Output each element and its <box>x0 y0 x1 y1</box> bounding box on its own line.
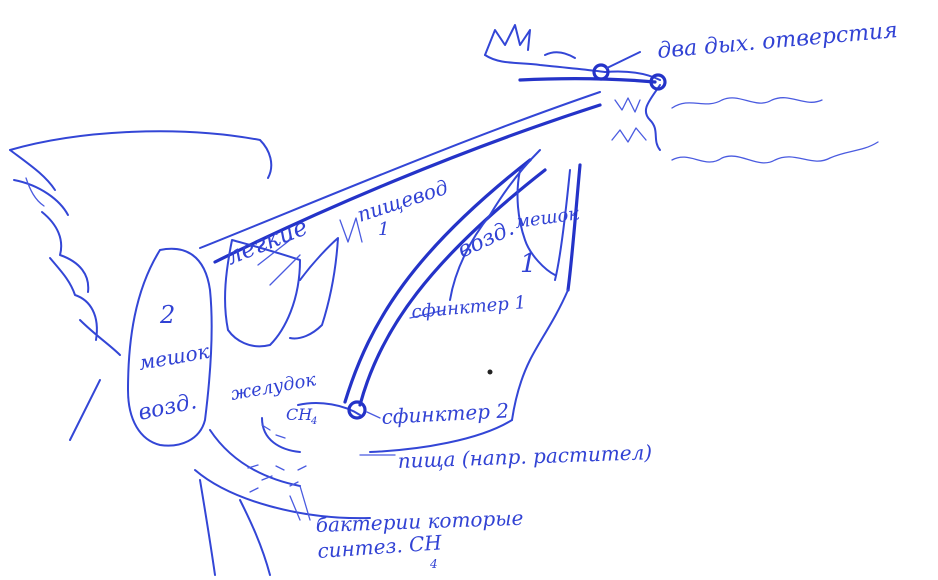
label-bag-2-air: возд. <box>136 389 199 426</box>
label-bag-2-word: мешок <box>137 339 211 375</box>
label-mesh: мешок <box>514 203 581 233</box>
bacteria <box>248 465 310 520</box>
label-air-bag-1-num: 1 <box>520 249 537 279</box>
label-air-bag-1: возд. <box>454 216 518 264</box>
breath-clouds <box>672 98 878 163</box>
center-dot <box>488 370 493 375</box>
label-sphincter-1: сфинктер 1 <box>411 292 527 323</box>
label-food-bag-1-num: 1 <box>378 219 389 240</box>
head <box>485 25 665 150</box>
label-food-bag-1: пищевод <box>354 175 451 227</box>
label-sphincter-2: сфинктер 2 <box>381 398 510 429</box>
label-stomach: желудок <box>229 369 318 405</box>
body-outline <box>195 92 600 575</box>
label-bacteria-sub: 4 <box>429 557 438 571</box>
label-bag-2-num: 2 <box>159 301 175 329</box>
label-ch4-stomach: CH <box>286 405 313 424</box>
label-nostrils: два дых. отверстия <box>656 18 898 64</box>
label-ch4-stomach-sub: 4 <box>310 416 317 427</box>
